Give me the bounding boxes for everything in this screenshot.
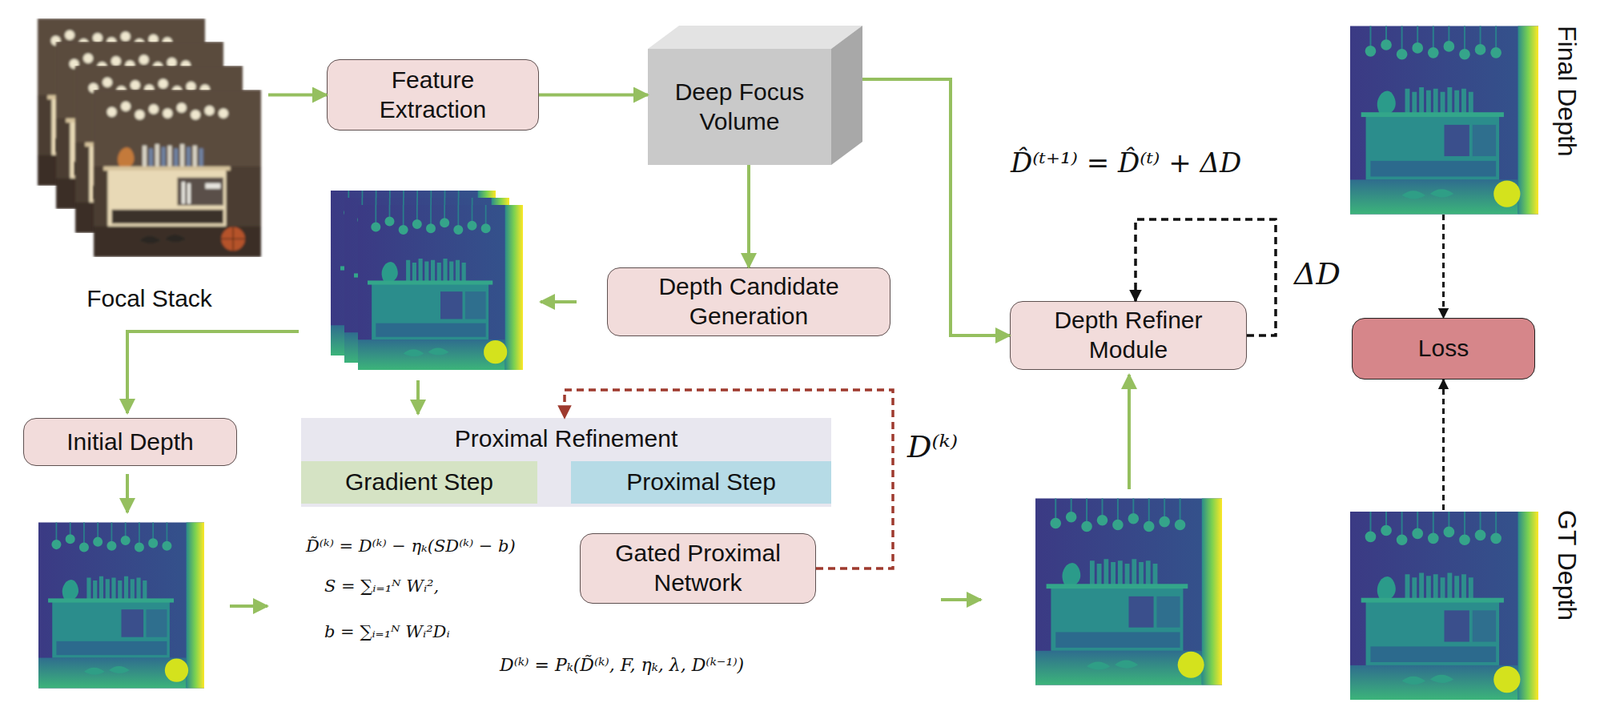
node-label: Proximal Step	[626, 467, 776, 498]
node-label: Feature Extraction	[341, 65, 524, 125]
node-label: Loss	[1418, 333, 1469, 364]
connector-arrow	[1442, 379, 1445, 511]
step-band: Gradient Step	[301, 461, 538, 504]
process-box: Depth Candidate Generation	[607, 267, 891, 337]
flow-arrows	[127, 301, 1130, 607]
process-box: Depth Refiner Module	[1009, 301, 1247, 370]
cube-top	[647, 25, 863, 49]
flow-arrow	[229, 604, 268, 608]
node-label: Deep Focus Volume	[647, 77, 832, 137]
connector-arrow	[1442, 214, 1445, 318]
image-node: GT Depth	[1350, 510, 1583, 702]
node-label: Initial Depth	[66, 427, 193, 458]
process-box: Gated Proximal Network	[579, 533, 817, 604]
cube-side	[831, 25, 863, 165]
process-box: Initial Depth	[23, 418, 238, 467]
module-band: Proximal RefinementGradient Step Proximal…	[301, 418, 832, 507]
image-stack-node: Focal Stack	[30, 16, 269, 314]
edge-label: ΔD	[1294, 256, 1341, 292]
node-label: Final Depth	[1551, 25, 1583, 157]
connector-arrow	[268, 93, 327, 97]
equation-label: b = ∑ᵢ₌₁ᴺ Wᵢ²Dᵢ	[324, 622, 451, 642]
equation-label: D⁽ᵏ⁾ = Pₖ(D̃⁽ᵏ⁾, F, ηₖ, λ, D⁽ᵏ⁻¹⁾)	[499, 655, 744, 676]
connector-arrow	[538, 93, 648, 97]
node-label: Focal Stack	[86, 284, 213, 314]
connector-arrow	[1135, 219, 1276, 336]
volume-cube: Deep Focus Volume	[647, 25, 863, 165]
step-band: Proximal Step	[570, 461, 832, 504]
equation-label: D̃⁽ᵏ⁾ = D⁽ᵏ⁾ − ηₖ(SD⁽ᵏ⁾ − b)	[305, 536, 516, 556]
node-label: GT Depth	[1551, 510, 1583, 621]
cube-front	[647, 48, 832, 165]
initial-depth-image	[38, 522, 205, 689]
flow-arrow	[1127, 374, 1131, 490]
node-label: Gated Proximal Network	[594, 538, 801, 598]
depth-candidate-image	[357, 205, 523, 370]
flow-arrow	[540, 300, 577, 304]
node-label: Proximal Refinement	[454, 424, 678, 455]
final-depth-image	[1350, 26, 1539, 215]
flow-arrow	[127, 331, 299, 414]
equation-label: D̂⁽ᵗ⁺¹⁾ = D̂⁽ᵗ⁾ + ΔD	[1010, 146, 1242, 179]
connector-arrow	[862, 79, 1010, 336]
loss-box: Loss	[1351, 317, 1536, 380]
flow-arrow	[940, 598, 981, 602]
equation-label: S = ∑ᵢ₌₁ᴺ Wᵢ²,	[324, 576, 439, 596]
connector-arrow	[564, 389, 893, 569]
edge-label: D⁽ᵏ⁾	[907, 429, 958, 465]
node-label: Depth Candidate Generation	[622, 272, 876, 331]
focal-slice	[93, 89, 262, 258]
gt-depth-image	[1350, 511, 1539, 700]
node-label: Depth Refiner Module	[1025, 305, 1232, 365]
connector-arrow	[747, 164, 751, 268]
process-box: Feature Extraction	[326, 59, 539, 131]
image-node: Final Depth	[1350, 25, 1583, 215]
flow-arrow	[416, 380, 420, 415]
refined-depth-image	[1035, 498, 1223, 686]
node-label: Gradient Step	[345, 467, 494, 498]
flow-arrow	[125, 474, 129, 513]
